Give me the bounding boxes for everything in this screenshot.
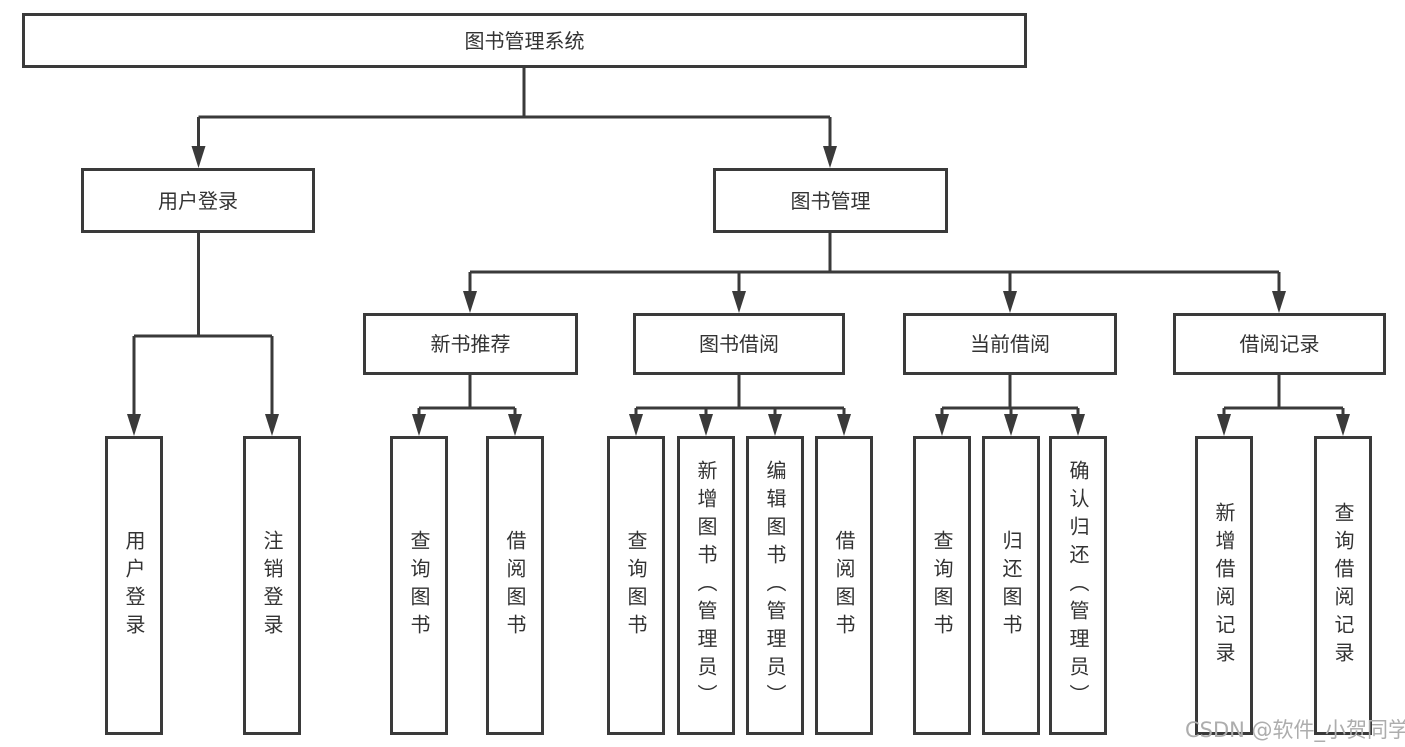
node-root: 图书管理系统 [22, 13, 1027, 68]
node-user-login-label: 用户登录 [158, 188, 238, 213]
connector-borrowing-records-to-leaves [1217, 375, 1350, 436]
connector-new-book-recommend-to-leaves [412, 375, 522, 436]
leaf-edit-book-admin: 编辑图书（管理员） [746, 436, 804, 735]
leaf-query-books-borrowing-label: 查询图书 [624, 529, 648, 642]
node-root-label: 图书管理系统 [464, 28, 585, 53]
node-new-book-recommend: 新书推荐 [363, 313, 578, 375]
leaf-add-book-admin-label: 新增图书（管理员） [694, 459, 718, 712]
leaf-query-books-recommend-label: 查询图书 [407, 529, 431, 642]
leaf-add-book-admin: 新增图书（管理员） [677, 436, 735, 735]
leaf-query-books-recommend: 查询图书 [390, 436, 448, 735]
leaf-borrow-books-borrowing-label: 借阅图书 [832, 529, 856, 642]
node-new-book-recommend-label: 新书推荐 [430, 332, 511, 356]
connector-root-to-level2 [191, 68, 837, 168]
leaf-query-books-borrowing: 查询图书 [607, 436, 665, 735]
leaf-return-books-label: 归还图书 [999, 529, 1023, 642]
leaf-confirm-return-admin: 确认归还（管理员） [1049, 436, 1107, 735]
connector-current-borrowing-to-leaves [935, 375, 1085, 436]
node-user-login: 用户登录 [81, 168, 315, 233]
node-current-borrowing-label: 当前借阅 [970, 332, 1050, 356]
node-book-management-label: 图书管理 [790, 188, 871, 213]
watermark: CSDN @软件_小贺同学 [1185, 718, 1405, 742]
connector-book-borrowing-to-leaves [629, 375, 851, 436]
leaf-return-books: 归还图书 [982, 436, 1040, 735]
node-borrowing-records: 借阅记录 [1173, 313, 1386, 375]
connector-user-login-to-leaves [127, 233, 279, 436]
leaf-logout: 注销登录 [243, 436, 301, 735]
leaf-borrow-books-borrowing: 借阅图书 [815, 436, 873, 735]
connector-book-management-to-level3 [463, 233, 1286, 313]
leaf-user-login: 用户登录 [105, 436, 163, 735]
node-current-borrowing: 当前借阅 [903, 313, 1117, 375]
leaf-add-borrow-record-label: 新增借阅记录 [1212, 501, 1236, 670]
leaf-logout-label: 注销登录 [260, 529, 284, 642]
leaf-query-borrow-record-label: 查询借阅记录 [1331, 501, 1355, 670]
leaf-query-borrow-record: 查询借阅记录 [1314, 436, 1372, 735]
node-book-borrowing: 图书借阅 [633, 313, 845, 375]
leaf-query-books-current-label: 查询图书 [930, 529, 954, 642]
leaf-query-books-current: 查询图书 [913, 436, 971, 735]
leaf-add-borrow-record: 新增借阅记录 [1195, 436, 1253, 735]
leaf-user-login-label: 用户登录 [122, 529, 146, 642]
node-book-management: 图书管理 [713, 168, 948, 233]
leaf-edit-book-admin-label: 编辑图书（管理员） [763, 459, 787, 712]
leaf-borrow-books-recommend-label: 借阅图书 [503, 529, 527, 642]
leaf-borrow-books-recommend: 借阅图书 [486, 436, 544, 735]
node-borrowing-records-label: 借阅记录 [1239, 332, 1320, 356]
leaf-confirm-return-admin-label: 确认归还（管理员） [1066, 459, 1090, 712]
node-book-borrowing-label: 图书借阅 [699, 332, 779, 356]
